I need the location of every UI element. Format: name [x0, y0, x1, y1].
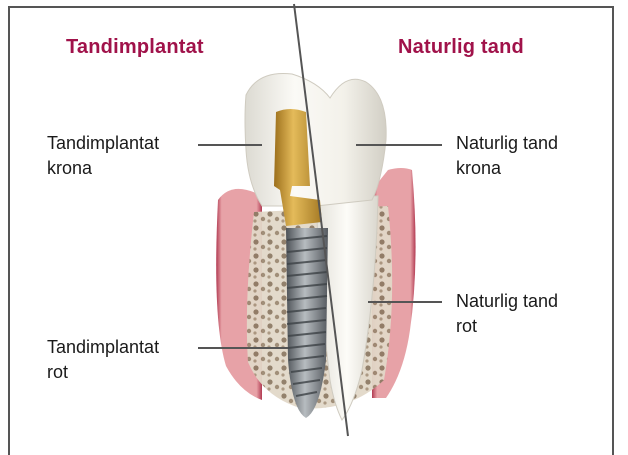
natural-tooth-heading: Naturlig tand	[398, 36, 524, 59]
label-implant-crown: Tandimplantat krona	[47, 131, 159, 181]
label-tooth-crown-line2: krona	[456, 156, 558, 181]
label-tooth-root: Naturlig tand rot	[456, 289, 558, 339]
label-tooth-root-line2: rot	[456, 314, 558, 339]
label-implant-root-line1: Tandimplantat	[47, 335, 159, 360]
label-tooth-crown-line1: Naturlig tand	[456, 131, 558, 156]
implant-heading: Tandimplantat	[66, 36, 204, 59]
label-implant-root: Tandimplantat rot	[47, 335, 159, 385]
label-tooth-crown: Naturlig tand krona	[456, 131, 558, 181]
label-tooth-root-line1: Naturlig tand	[456, 289, 558, 314]
label-implant-crown-line1: Tandimplantat	[47, 131, 159, 156]
label-implant-crown-line2: krona	[47, 156, 159, 181]
label-implant-root-line2: rot	[47, 360, 159, 385]
tooth-crown	[245, 73, 386, 206]
